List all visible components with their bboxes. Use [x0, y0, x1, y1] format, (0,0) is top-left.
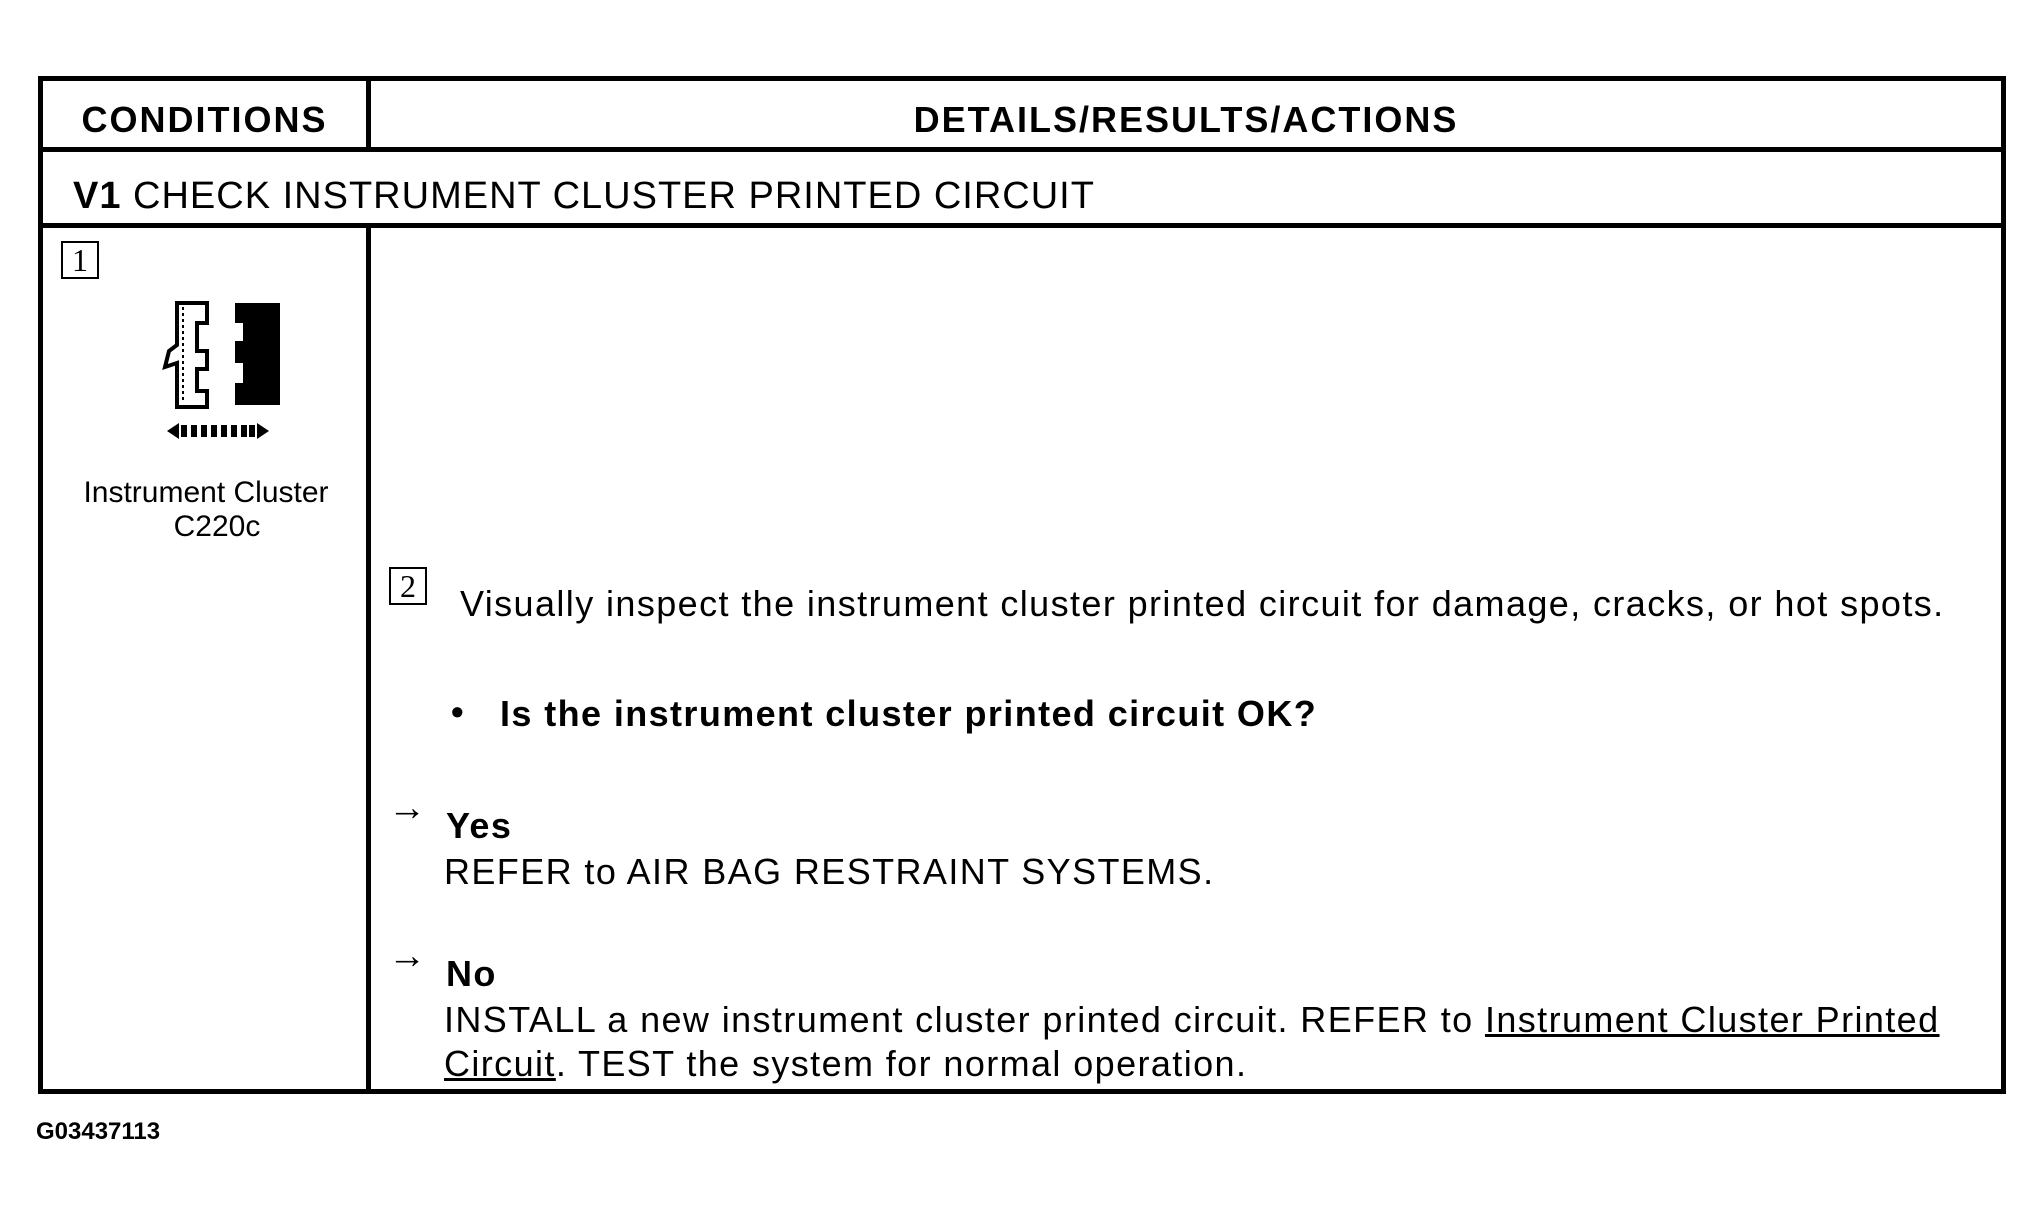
- header-details: DETAILS/RESULTS/ACTIONS: [913, 99, 1459, 140]
- diagnostic-table: CONDITIONS DETAILS/RESULTS/ACTIONS V1 CH…: [38, 76, 2006, 1094]
- header-conditions: CONDITIONS: [81, 99, 328, 140]
- inspection-instruction: Visually inspect the instrument cluster …: [460, 583, 1945, 624]
- component-name: Instrument Cluster: [83, 476, 329, 509]
- figure-id: G03437113: [36, 1118, 161, 1145]
- connector-disconnect-icon: [162, 301, 280, 439]
- no-action-line-1: INSTALL a new instrument cluster printed…: [444, 999, 1940, 1041]
- no-action-line-2: Circuit. TEST the system for normal oper…: [444, 1043, 1247, 1085]
- bullet-marker: •: [451, 691, 466, 732]
- instrument-cluster-link[interactable]: Instrument Cluster Printed: [1484, 999, 1940, 1040]
- no-action-suffix: . TEST the system for normal operation.: [555, 1043, 1248, 1084]
- yes-arrow-icon: →: [388, 787, 426, 829]
- column-divider-top: [366, 81, 371, 147]
- connector-code: C220c: [173, 510, 261, 543]
- header-divider: [43, 147, 2001, 152]
- yes-action: REFER to AIR BAG RESTRAINT SYSTEMS.: [444, 851, 1215, 892]
- section-code: V1: [73, 175, 122, 217]
- check-question: Is the instrument cluster printed circui…: [500, 693, 1318, 734]
- section-title-text: CHECK INSTRUMENT CLUSTER PRINTED CIRCUIT: [133, 175, 1095, 217]
- no-arrow-icon: →: [388, 935, 426, 977]
- no-action-prefix: INSTALL a new instrument cluster printed…: [444, 999, 1485, 1040]
- column-divider: [366, 223, 371, 1089]
- section-title: V1 CHECK INSTRUMENT CLUSTER PRINTED CIRC…: [73, 175, 1095, 218]
- step-2-badge: 2: [389, 567, 427, 605]
- instrument-cluster-link-cont[interactable]: Circuit: [444, 1043, 556, 1084]
- no-label: No: [446, 953, 497, 994]
- yes-label: Yes: [446, 805, 513, 846]
- step-1-badge: 1: [61, 241, 99, 279]
- section-divider: [43, 223, 2001, 228]
